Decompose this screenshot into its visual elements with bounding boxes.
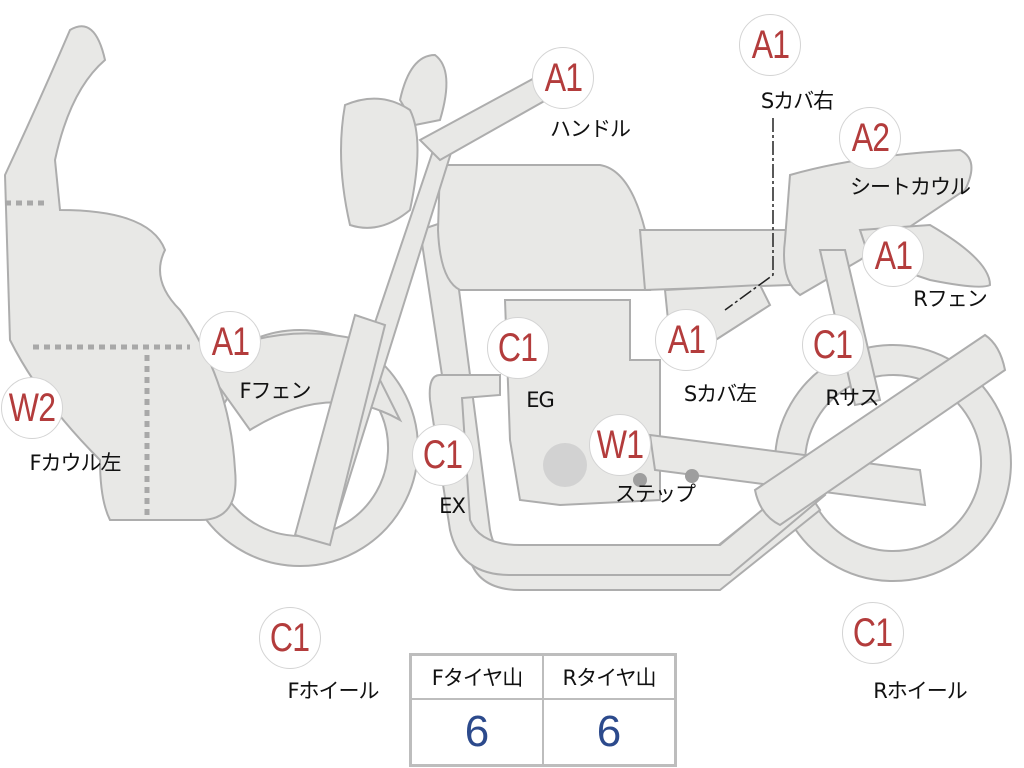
- damage-badge-exhaust: C1: [412, 424, 474, 486]
- part-label-front-wheel: Fホイール: [287, 679, 379, 703]
- part-label-engine: EG: [526, 388, 555, 412]
- damage-code: C1: [853, 610, 893, 655]
- part-label-rear-suspension: Rサス: [825, 386, 879, 410]
- damage-code: W1: [596, 422, 644, 467]
- damage-code: C1: [423, 432, 463, 477]
- damage-badge-step: W1: [589, 414, 651, 476]
- rear-frame: [753, 333, 1007, 527]
- fuel-tank: [436, 164, 652, 291]
- step-peg: [685, 469, 699, 483]
- headlight: [340, 97, 419, 229]
- damage-badge-rear-fender: A1: [862, 225, 924, 287]
- damage-badge-side-cover-right: A1: [739, 14, 801, 76]
- cowl-dividers: [5, 200, 190, 515]
- part-label-rear-fender: Rフェン: [913, 287, 988, 311]
- damage-badge-front-wheel: C1: [259, 607, 321, 669]
- damage-code: W2: [8, 385, 56, 430]
- seat: [638, 229, 791, 292]
- part-label-handlebar: ハンドル: [550, 117, 631, 141]
- mirror: [398, 53, 448, 127]
- damage-code: A2: [851, 115, 889, 160]
- part-label-side-cover-left: Sカバ左: [683, 382, 757, 406]
- part-label-seat-cowl: シートカウル: [850, 175, 971, 199]
- tire-tread-table: Fタイヤ山 Rタイヤ山 6 6: [409, 653, 677, 767]
- front-tread-header: Fタイヤ山: [409, 653, 544, 700]
- front-cowl: [3, 25, 237, 521]
- leader-line-side-cover-right: [724, 118, 774, 311]
- exhaust: [428, 374, 827, 576]
- rear-tread-header: Rタイヤ山: [542, 653, 677, 700]
- damage-code: A1: [874, 233, 912, 278]
- damage-code: A1: [544, 55, 582, 100]
- damage-badge-rear-suspension: C1: [802, 314, 864, 376]
- damage-badge-front-cowl-left: W2: [1, 377, 63, 439]
- damage-code: A1: [751, 22, 789, 67]
- damage-code: A1: [211, 319, 249, 364]
- engine-cover: [543, 443, 587, 487]
- damage-code: C1: [813, 322, 853, 367]
- damage-code: A1: [667, 317, 705, 362]
- part-label-side-cover-right: Sカバ右: [760, 89, 834, 113]
- part-label-front-fender: Fフェン: [239, 379, 311, 403]
- step-peg: [633, 473, 647, 487]
- damage-badge-seat-cowl: A2: [839, 107, 901, 169]
- damage-code: C1: [498, 325, 538, 370]
- damage-badge-handlebar: A1: [532, 47, 594, 109]
- fork-lower: [293, 313, 387, 547]
- part-label-step: ステップ: [615, 482, 696, 506]
- rear-tread-value: 6: [542, 698, 677, 767]
- damage-badge-rear-wheel: C1: [842, 602, 904, 664]
- part-label-rear-wheel: Rホイール: [873, 679, 968, 703]
- front-tread-value: 6: [409, 698, 544, 767]
- damage-badge-front-fender: A1: [199, 311, 261, 373]
- part-label-exhaust: EX: [439, 494, 466, 518]
- damage-code: C1: [270, 615, 310, 660]
- rear-wheel: [774, 344, 1012, 582]
- damage-badge-engine: C1: [487, 317, 549, 379]
- part-label-front-cowl-left: Fカウル左: [29, 451, 121, 475]
- damage-badge-side-cover-left: A1: [655, 309, 717, 371]
